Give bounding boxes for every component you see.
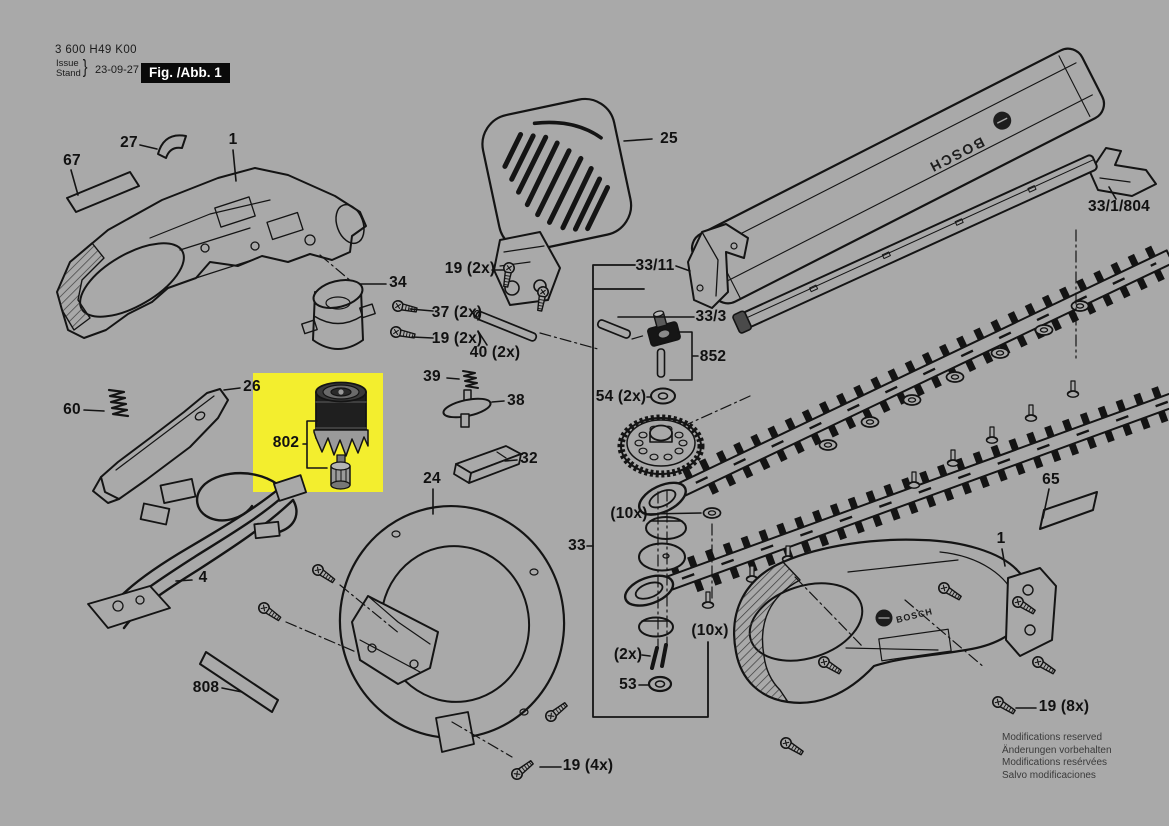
part-clamp-34 [301,279,376,350]
callout-33-11: 33/11 [635,257,675,274]
brace-glyph: } [82,57,88,78]
notice-line-fr: Modifications resérvées [1002,757,1108,768]
callout-10x-b: (10x) [691,622,729,639]
part-deflector-33-11 [687,223,749,309]
part-guide-rail-33-3 [732,154,1098,334]
callout-54-2x: 54 (2x) [595,388,647,405]
part-shear-bolt-852 [647,310,699,381]
callout-60: 60 [63,401,81,418]
part-label-sticker-65 [1039,491,1098,530]
callout-19-8x: 19 (8x) [1038,698,1090,715]
part-wiring-harness-4 [87,471,307,630]
part-tip-protector [1089,147,1157,197]
notice-line-de: Änderungen vorbehalten [1002,744,1112,756]
callout-67: 67 [63,152,81,169]
callout-38: 38 [507,392,525,409]
part-spring-39 [462,370,479,389]
callout-10x-a: (10x) [610,505,648,522]
part-spring-60 [107,388,130,418]
assembly-axes [285,229,1077,758]
notice-line-en: Modifications reserved [1002,732,1103,743]
callout-1-top: 1 [228,131,238,148]
callout-27: 27 [120,134,138,151]
part-housing-right-half: BOSCH [733,538,1057,704]
callout-34: 34 [389,274,407,291]
callout-37-2x: 37 (2x) [431,304,483,321]
part-gear-wheel [617,414,705,478]
callout-4: 4 [198,569,208,586]
part-blade-upper [637,243,1169,516]
callout-19-4x: 19 (4x) [562,757,614,774]
callout-53: 53 [619,676,637,693]
notice-line-es: Salvo modificaciones [1002,769,1096,781]
issue-date: 23-09-27 [95,64,140,76]
callout-33-1-804: 33/1/804 [1088,198,1150,215]
part-housing-left-half [56,167,367,339]
callout-33-3: 33/3 [695,308,727,325]
callout-33: 33 [568,537,586,554]
group-33-box [592,264,709,718]
callout-1-bottom: 1 [996,530,1006,547]
part-pin-40 [473,309,632,342]
callout-25: 25 [660,130,678,147]
callout-19-2x-a: 19 (2x) [444,260,496,277]
part-eccentric-discs [638,516,687,693]
modifications-notice: Modifications reserved Änderungen vorbeh… [1002,732,1112,782]
part-label-sticker-67 [66,171,140,213]
part-vented-cover-25 [481,97,633,306]
part-blade-lower [623,378,1169,607]
leader-lines [70,138,1117,768]
issue-stand-label: Issue Stand [56,58,81,79]
callout-26: 26 [243,378,261,395]
figure-label: Fig. /Abb. 1 [141,63,230,83]
callout-24: 24 [423,470,441,487]
callout-2x: (2x) [613,646,643,663]
part-tensioner-38 [442,389,492,428]
part-loop-handle-24 [338,504,566,753]
callout-39: 39 [423,368,441,385]
part-rubber-pad-32 [453,445,522,484]
callout-19-2x-b: 19 (2x) [431,330,483,347]
callout-32: 32 [520,450,538,467]
callout-852: 852 [699,348,727,365]
part-motor-802 [302,381,369,490]
document-part-number: 3 600 H49 K00 [55,44,137,56]
callout-40-2x: 40 (2x) [469,344,521,361]
callout-808: 808 [192,679,220,696]
part-label-sticker-808 [199,651,279,713]
part-guard-strut-26 [92,388,229,504]
callout-802: 802 [272,434,300,451]
part-washer-54 [650,387,676,405]
part-latch-clip [157,134,187,159]
callout-65: 65 [1042,471,1060,488]
part-blade-guard: BOSCH [690,47,1106,305]
